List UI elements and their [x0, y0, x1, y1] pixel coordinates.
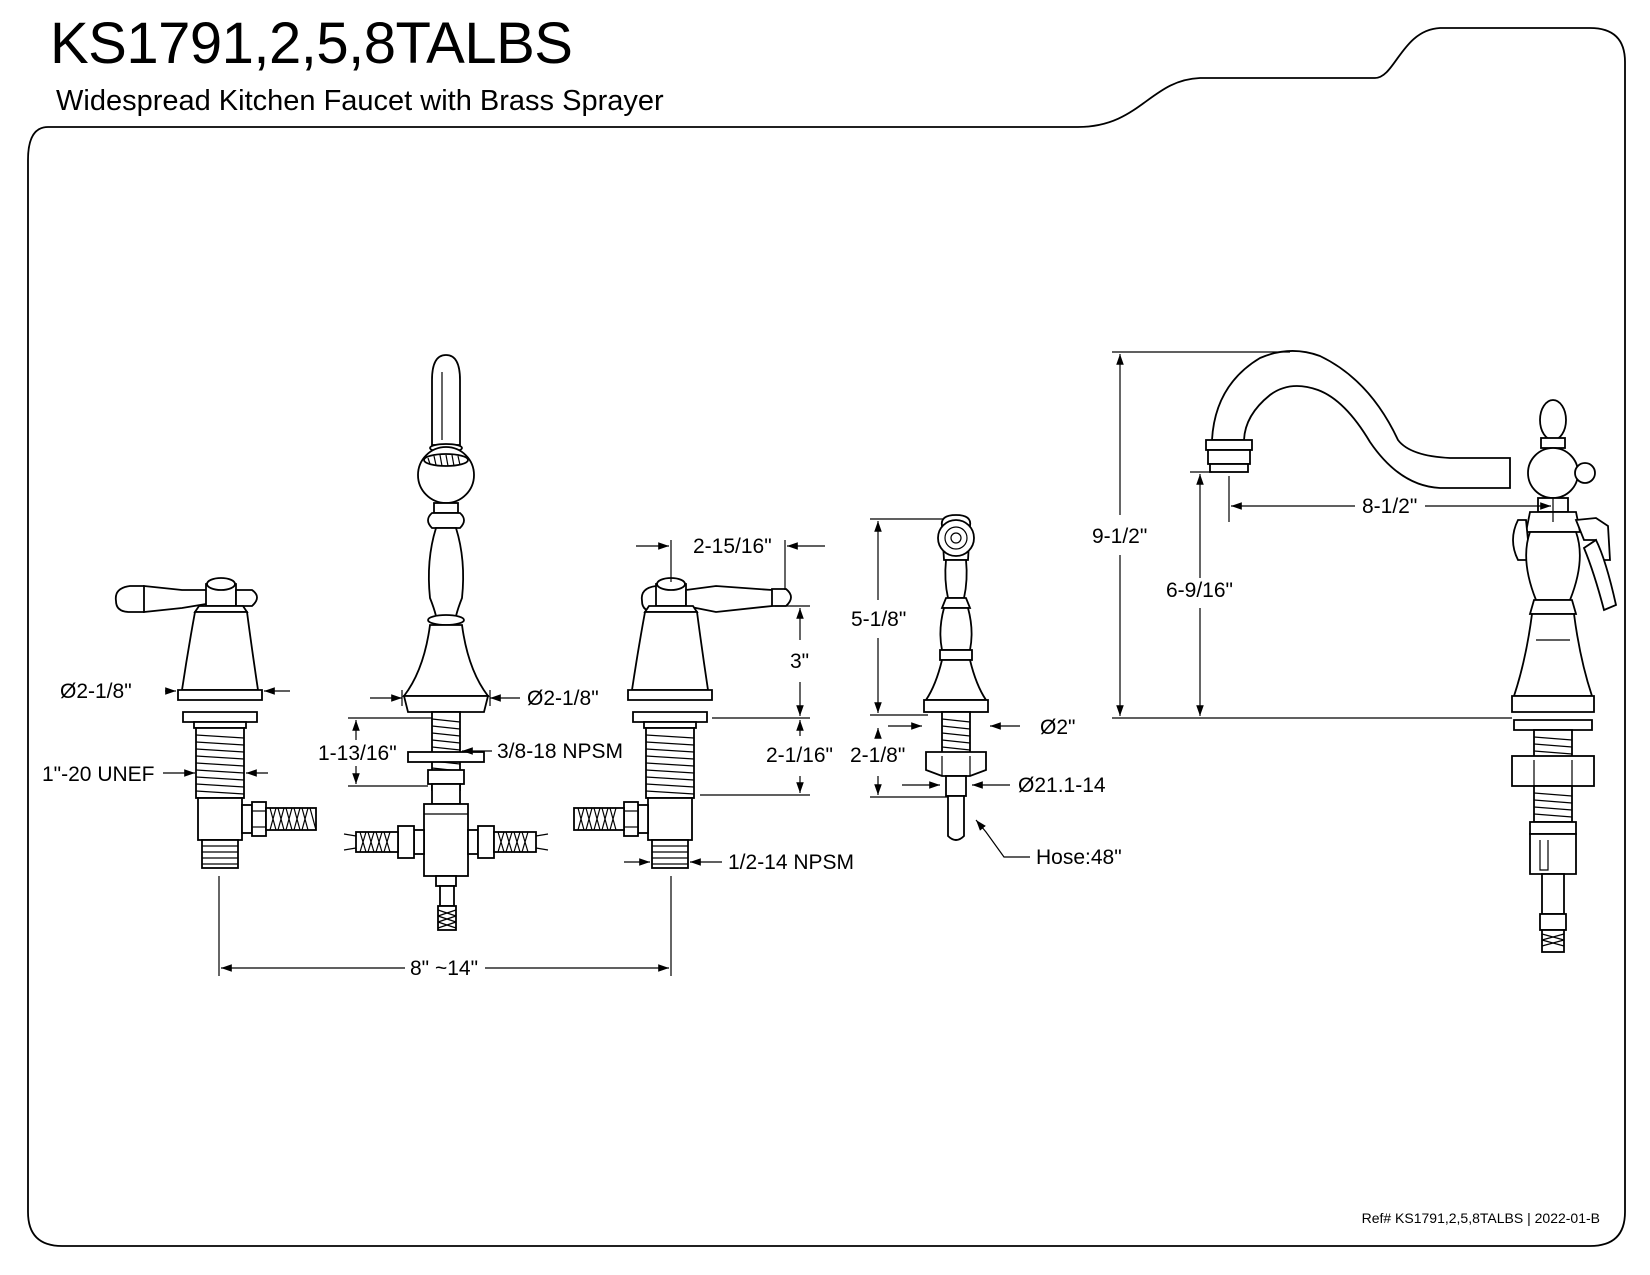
- dim-left-handle-dia: Ø2-1/8": [60, 680, 132, 703]
- dim-right-handle-height: 3": [790, 650, 809, 673]
- dim-sprayer-thread: Ø21.1-14: [1018, 774, 1106, 797]
- dim-spread: 8" ~14": [410, 957, 478, 980]
- dim-hose-length: Hose:48": [1036, 846, 1122, 869]
- center-spout-front: [343, 354, 549, 931]
- dim-inlet-thread: 1/2-14 NPSM: [728, 851, 854, 874]
- page-subtitle: Widespread Kitchen Faucet with Brass Spr…: [56, 85, 664, 117]
- dim-spout-reach: 8-1/2": [1362, 495, 1417, 518]
- faucet-side-view: [1205, 350, 1618, 953]
- dim-sprayer-height: 5-1/8": [851, 608, 906, 631]
- right-handle-valve: [573, 577, 792, 869]
- dim-sprayer-shank-len: 2-1/8": [850, 744, 905, 767]
- dim-spout-clearance: 6-9/16": [1166, 579, 1233, 602]
- dim-sprayer-base-dia: Ø2": [1040, 716, 1075, 739]
- page-title: KS1791,2,5,8TALBS: [50, 11, 573, 76]
- dim-right-handle-width: 2-15/16": [693, 535, 772, 558]
- side-sprayer: [923, 514, 989, 841]
- dim-spout-base-dia: Ø2-1/8": [527, 687, 599, 710]
- dim-right-shank-len: 2-1/16": [766, 744, 833, 767]
- dimension-lines: [163, 351, 1554, 976]
- dim-spout-shank-len: 1-13/16": [318, 742, 397, 765]
- dim-spout-thread: 3/8-18 NPSM: [497, 740, 623, 763]
- dimension-labels: Ø2-1/8" 1"-20 UNEF Ø2-1/8" 1-13/16" 3/8-…: [42, 495, 1417, 980]
- sheet-border: [27, 27, 1626, 1247]
- dim-total-height: 9-1/2": [1092, 525, 1147, 548]
- left-handle-valve: [114, 577, 317, 869]
- reference-footer: Ref# KS1791,2,5,8TALBS | 2022-01-B: [1361, 1210, 1600, 1226]
- dim-left-thread: 1"-20 UNEF: [42, 763, 155, 786]
